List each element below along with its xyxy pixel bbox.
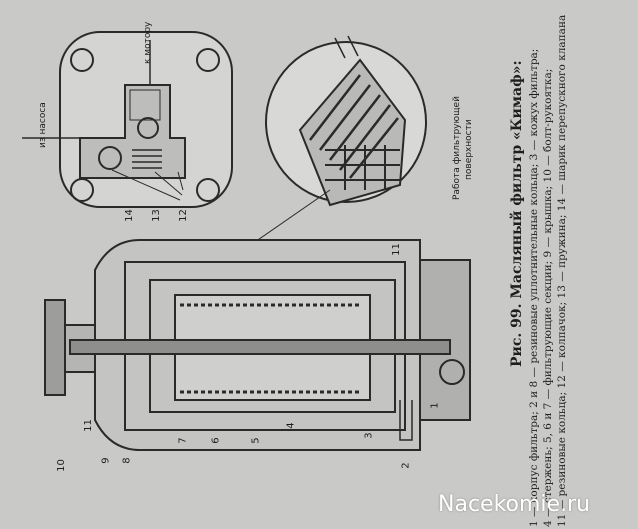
part-number-3: 3 [363, 432, 375, 439]
part-number-1: 1 [429, 402, 441, 409]
detail-caption-line1: Работа фильтрующей [452, 96, 462, 200]
caption-line: 4 — стержень; 5, 6 и 7 — фильтрующие сек… [542, 68, 554, 527]
filter-body-section [44, 239, 471, 451]
part-number-11: 11 [82, 419, 94, 432]
part-number-8: 8 [121, 457, 133, 464]
part-number-4: 4 [285, 422, 297, 429]
watermark: Nacekomie.ru [438, 492, 591, 517]
detail-caption-line2: поверхности [464, 119, 474, 180]
filter-surface-detail [265, 35, 427, 207]
part-number-2: 2 [400, 462, 412, 469]
caption-line: 11 — резиновые кольца; 12 — колпачок; 13… [556, 14, 568, 527]
part-number-13: 13 [150, 209, 162, 222]
caption-line: 1 — корпус фильтра; 2 и 8 — резиновые уп… [528, 48, 540, 527]
part-number-9: 9 [100, 457, 112, 464]
part-number-6: 6 [210, 437, 222, 444]
figure-caption: Рис. 99. Масляный фильтр «Кимаф»: 1 — ко… [508, 0, 569, 527]
label-from-pump: из насоса [38, 102, 48, 148]
part-number-7: 7 [177, 437, 189, 444]
caption-title: Рис. 99. Масляный фильтр «Кимаф»: [509, 60, 525, 367]
part-number-11: 11 [390, 243, 402, 256]
valve-cover-plate [22, 31, 233, 208]
label-to-motor: к мотору [143, 21, 153, 64]
part-number-14: 14 [123, 209, 135, 222]
part-number-12: 12 [177, 209, 189, 222]
part-number-10: 10 [55, 459, 67, 472]
part-number-5: 5 [250, 437, 262, 444]
